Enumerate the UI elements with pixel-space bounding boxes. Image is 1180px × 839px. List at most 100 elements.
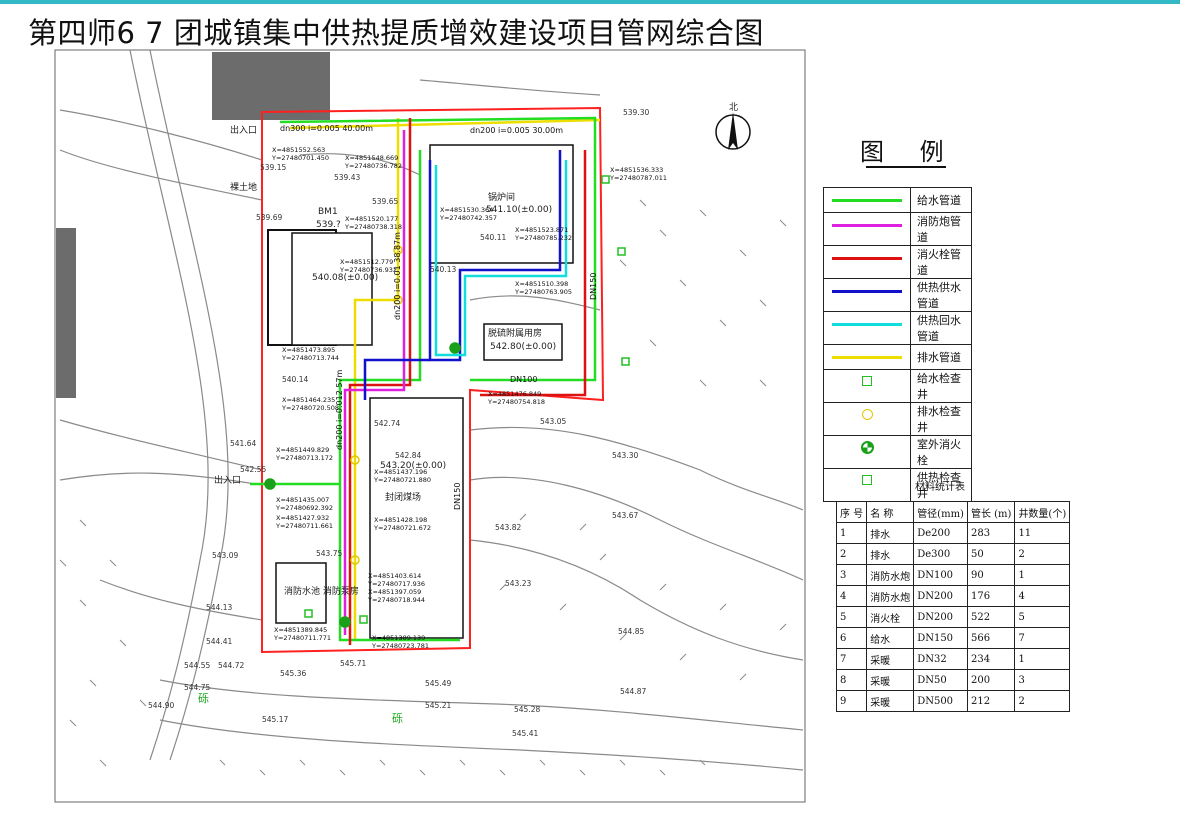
legend-label: 消防炮管道 bbox=[910, 212, 972, 246]
elevation-label: 542.74 bbox=[374, 419, 400, 428]
coord-label: Y=27480785.232 bbox=[514, 234, 572, 242]
coord-label: X=4851403.614 bbox=[368, 572, 421, 580]
material-header-cell: 序 号 bbox=[835, 501, 868, 523]
elevation-label: 544.72 bbox=[218, 661, 244, 670]
material-cell: DN150 bbox=[913, 627, 968, 649]
coord-label: Y=27480736.932 bbox=[339, 266, 397, 274]
coord-label: Y=27480701.450 bbox=[271, 154, 329, 162]
material-cell: DN100 bbox=[913, 564, 968, 586]
water-well-marker bbox=[617, 247, 626, 256]
elevation-label: 543.09 bbox=[212, 551, 238, 560]
building-elev-coal-yard: 543.20(±0.00) bbox=[380, 461, 446, 471]
elevation-label: 540.14 bbox=[282, 375, 308, 384]
coord-label: X=4851510.398 bbox=[515, 280, 568, 288]
pipe-note: DN100 bbox=[510, 375, 537, 384]
legend-label: 供热回水管道 bbox=[910, 311, 972, 345]
coord-label: Y=27480711.771 bbox=[273, 634, 331, 642]
building-elev-desulfurization: 542.80(±0.00) bbox=[490, 342, 556, 352]
building-boiler-room bbox=[429, 144, 574, 264]
legend-symbol-cell bbox=[823, 278, 911, 312]
coord-label: Y=27480736.782 bbox=[344, 162, 402, 170]
coord-label: X=4851397.059 bbox=[368, 588, 421, 596]
legend-table: 给水管道 消防炮管道 消火栓管道 供热供水管道 供热回水管道 排水管道 给水检查… bbox=[823, 187, 972, 502]
legend-label: 排水检查井 bbox=[910, 402, 972, 436]
elevation-label: 540.11 bbox=[480, 233, 506, 242]
building-elev-boiler: 541.10(±0.00) bbox=[486, 205, 552, 215]
legend-label: 给水管道 bbox=[910, 187, 972, 213]
legend-row: 供热回水管道 bbox=[823, 311, 972, 345]
coord-label: Y=27480742.357 bbox=[439, 214, 497, 222]
drainage-well-marker bbox=[393, 245, 403, 255]
material-cell: 4 bbox=[1014, 585, 1071, 607]
coord-label: X=4851473.895 bbox=[282, 346, 335, 354]
legend-symbol-cell bbox=[823, 435, 911, 469]
material-cell: DN500 bbox=[913, 690, 968, 712]
pipe-fire-hydrant bbox=[348, 118, 412, 645]
coord-label: Y=27480721.672 bbox=[373, 524, 431, 532]
elevation-label: 539.65 bbox=[372, 197, 398, 206]
material-cell: DN32 bbox=[913, 648, 968, 670]
building-elev-left: 540.08(±0.00) bbox=[312, 273, 378, 283]
elevation-label: 543.05 bbox=[540, 417, 566, 426]
elevation-label: 540.13 bbox=[430, 265, 456, 274]
legend-line-fire-hydrant bbox=[832, 257, 902, 260]
material-cell: 消防水炮 bbox=[866, 585, 915, 607]
pipe-note: DN150 bbox=[453, 483, 462, 510]
terrain-line bbox=[159, 719, 804, 771]
material-cell: 1 bbox=[835, 522, 868, 544]
coord-label: Y=27480754.818 bbox=[487, 398, 545, 406]
terrain-line bbox=[59, 419, 263, 471]
building-label-coal-yard: 封闭煤场 bbox=[385, 491, 421, 503]
elevation-label: 544.87 bbox=[620, 687, 646, 696]
legend-label: 供热供水管道 bbox=[910, 278, 972, 312]
building-fire-pool bbox=[275, 562, 327, 624]
pipe-water-supply bbox=[338, 150, 460, 642]
coord-label: X=4851552.563 bbox=[272, 146, 325, 154]
material-cell: 消火栓 bbox=[866, 606, 915, 628]
material-cell: 212 bbox=[966, 690, 1016, 712]
terrain-line bbox=[469, 476, 804, 581]
elevation-label: 543.67 bbox=[612, 511, 638, 520]
terrain-line bbox=[59, 149, 263, 201]
coord-label: Y=27480713.744 bbox=[281, 354, 339, 362]
material-cell: 1 bbox=[1014, 648, 1071, 670]
coord-label: X=4851512.779 bbox=[340, 258, 393, 266]
material-header-cell: 井数量(个) bbox=[1014, 501, 1071, 523]
map-frame bbox=[54, 49, 806, 803]
terrain-line bbox=[469, 426, 804, 511]
building-block-left-inner bbox=[291, 232, 373, 346]
drainage-well-marker bbox=[393, 295, 403, 305]
elevation-label: 542.84 bbox=[395, 451, 421, 460]
material-cell: 5 bbox=[835, 606, 868, 628]
legend-row: 给水检查井 bbox=[823, 369, 972, 403]
material-header-cell: 管径(mm) bbox=[913, 501, 968, 523]
water-well-square-icon bbox=[862, 376, 872, 386]
north-label: 北 bbox=[729, 102, 738, 113]
pipe-fire-cannon bbox=[343, 130, 406, 635]
legend-row: 消火栓管道 bbox=[823, 245, 972, 279]
top-accent-line bbox=[0, 0, 1180, 4]
pipe-heating-supply bbox=[363, 358, 430, 400]
elevation-label: 544.75 bbox=[184, 683, 210, 692]
legend-label: 消火栓管道 bbox=[910, 245, 972, 279]
legend-row: 给水管道 bbox=[823, 187, 972, 213]
site-boundary bbox=[261, 106, 605, 654]
road-line bbox=[129, 49, 209, 761]
coord-label: Y=27480717.936 bbox=[367, 580, 425, 588]
elevation-label: 545.28 bbox=[514, 705, 540, 714]
material-cell: 2 bbox=[1014, 543, 1071, 565]
material-cell: De200 bbox=[913, 522, 968, 544]
coord-label: Y=27480692.392 bbox=[275, 504, 333, 512]
material-cell: 200 bbox=[966, 669, 1016, 691]
elevation-label: 543.23 bbox=[505, 579, 531, 588]
legend-symbol-cell bbox=[823, 402, 911, 436]
material-cell: De300 bbox=[913, 543, 968, 565]
pipe-drainage bbox=[289, 118, 601, 130]
material-cell: 给水 bbox=[866, 627, 915, 649]
legend-symbol-cell bbox=[823, 187, 911, 213]
